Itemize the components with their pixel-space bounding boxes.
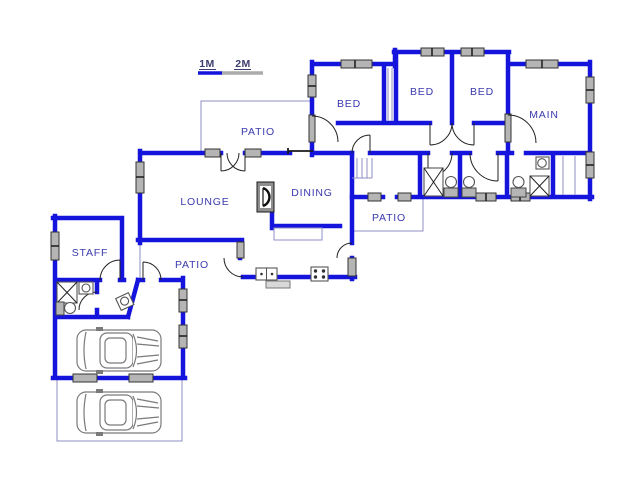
car-mirror <box>96 327 103 331</box>
sink-icon <box>78 281 94 295</box>
stairs-icon <box>352 158 373 179</box>
scale-bar: 1M 2M <box>198 58 263 75</box>
toilet-icon <box>461 175 477 198</box>
driveway-outline <box>56 378 183 442</box>
double-door-icon <box>220 152 246 172</box>
car-mirror <box>96 370 103 374</box>
upper-patio-outline <box>200 100 310 153</box>
shower-icon <box>56 281 78 304</box>
window-icon <box>178 324 188 349</box>
car-icon <box>76 389 162 436</box>
door-swing-icon <box>336 242 353 259</box>
room-label-patio-lower: PATIO <box>175 259 209 271</box>
toilet-icon <box>55 301 77 316</box>
window-icon <box>525 59 559 69</box>
kitchen-sink-icon <box>255 267 278 281</box>
walls-living-wing <box>135 148 358 282</box>
window-icon <box>307 74 317 98</box>
window-icon <box>475 192 497 202</box>
window-icon <box>178 288 188 313</box>
door-swing-icon <box>351 134 371 154</box>
wardrobe-icon <box>562 156 576 195</box>
room-label-staff: STAFF <box>72 247 108 259</box>
window-icon <box>347 257 357 277</box>
basin-icon <box>535 156 550 170</box>
shower-icon <box>529 175 550 197</box>
car-icon <box>76 327 162 374</box>
doors <box>78 113 537 311</box>
door-swing-icon <box>142 261 162 281</box>
room-label-dining: DINING <box>291 187 333 199</box>
fireplace-icon <box>256 181 275 213</box>
door-swing-icon <box>308 114 339 143</box>
car-mirror <box>96 389 103 393</box>
window-icon <box>340 59 373 69</box>
counter-icon <box>273 227 323 241</box>
cars <box>76 327 162 436</box>
window-icon <box>585 76 595 104</box>
shower-icon <box>423 167 444 197</box>
door-swing-icon <box>78 291 98 311</box>
window-icon <box>236 241 245 259</box>
scale-label-2m: 2M <box>235 58 251 70</box>
stove-icon <box>310 266 329 282</box>
room-label-patio-right: PATIO <box>372 212 406 224</box>
door-swing-icon <box>99 259 121 281</box>
room-label-bed3: BED <box>470 86 494 98</box>
door-swing-icon <box>223 257 244 278</box>
fixtures <box>55 68 576 316</box>
door-swing-icon <box>504 113 537 144</box>
window-icon <box>397 192 412 202</box>
window-icon <box>204 148 221 158</box>
window-icon <box>135 161 145 194</box>
door-swing-icon <box>429 122 453 146</box>
room-label-bed2: BED <box>410 86 434 98</box>
window-icon <box>460 47 485 57</box>
opening-lintel-line <box>287 148 313 154</box>
patio-outlines <box>56 100 424 442</box>
toilet-icon <box>443 175 459 198</box>
window-icon <box>50 231 60 261</box>
sink-icon <box>114 291 135 312</box>
scale-label-1m: 1M <box>199 58 215 70</box>
cupboard-icon <box>387 68 393 121</box>
garage-door-icon <box>128 373 154 383</box>
window-icon <box>367 192 382 202</box>
door-swing-icon <box>451 122 475 146</box>
window-icon <box>585 151 595 179</box>
room-label-lounge: LOUNGE <box>180 196 229 208</box>
window-icon <box>420 47 445 57</box>
step-icon <box>265 280 291 289</box>
right-patio-outline <box>352 198 424 232</box>
car-mirror <box>96 432 103 436</box>
walls <box>50 47 595 381</box>
room-label-patio-upper: PATIO <box>241 126 275 138</box>
sink-icon <box>510 175 527 198</box>
room-label-bed1: BED <box>337 98 361 110</box>
room-label-main: MAIN <box>529 109 558 121</box>
door-swing-icon <box>469 152 499 182</box>
garage-door-icon <box>72 373 98 383</box>
room-labels: PATIO BED BED BED MAIN LOUNGE DINING PAT… <box>72 86 558 271</box>
window-icon <box>244 148 262 158</box>
